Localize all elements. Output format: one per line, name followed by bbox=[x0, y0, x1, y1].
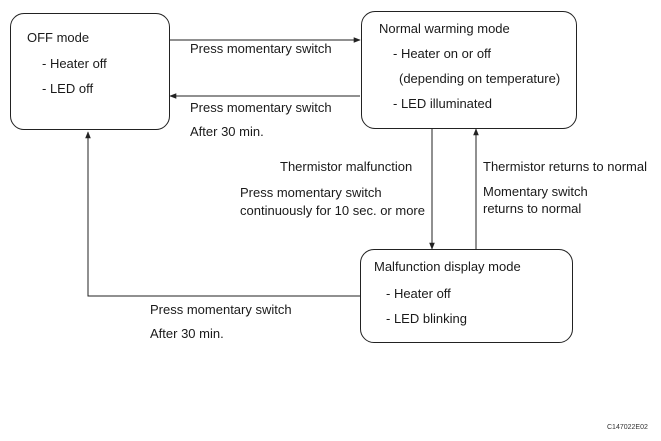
state-normal-warming-mode: Normal warming mode - Heater on or off (… bbox=[361, 11, 577, 129]
state-normal-title: Normal warming mode bbox=[379, 21, 510, 36]
label-malfunction-to-normal: Thermistor returns to normal bbox=[483, 159, 647, 174]
label-normal-to-malfunction: continuously for 10 sec. or more bbox=[240, 203, 425, 218]
state-normal-line: (depending on temperature) bbox=[399, 71, 561, 86]
label-malfunction-to-normal: Momentary switch bbox=[483, 184, 588, 199]
state-off-line: - Heater off bbox=[42, 56, 107, 71]
state-normal-line: - LED illuminated bbox=[393, 96, 492, 111]
label-malfunction-to-off: After 30 min. bbox=[150, 326, 224, 341]
label-normal-to-off: Press momentary switch bbox=[190, 100, 332, 115]
state-off-mode: OFF mode - Heater off - LED off bbox=[10, 13, 170, 130]
figure-code: C147022E02 bbox=[607, 424, 648, 431]
label-malfunction-to-off: Press momentary switch bbox=[150, 302, 292, 317]
state-off-line: - LED off bbox=[42, 81, 94, 96]
label-off-to-normal: Press momentary switch bbox=[190, 41, 332, 56]
state-malfunction-line: - LED blinking bbox=[386, 311, 467, 326]
label-normal-to-malfunction: Thermistor malfunction bbox=[280, 159, 413, 174]
label-normal-to-malfunction: Press momentary switch bbox=[240, 185, 382, 200]
arrow-malfunction-to-off bbox=[85, 131, 360, 297]
state-normal-line: - Heater on or off bbox=[393, 46, 492, 61]
state-malfunction-title: Malfunction display mode bbox=[374, 259, 521, 274]
state-off-title: OFF mode bbox=[27, 30, 90, 45]
state-malfunction-line: - Heater off bbox=[386, 286, 451, 301]
label-malfunction-to-normal: returns to normal bbox=[483, 201, 582, 216]
state-malfunction-display-mode: Malfunction display mode - Heater off - … bbox=[360, 249, 573, 343]
label-normal-to-off: After 30 min. bbox=[190, 124, 264, 139]
